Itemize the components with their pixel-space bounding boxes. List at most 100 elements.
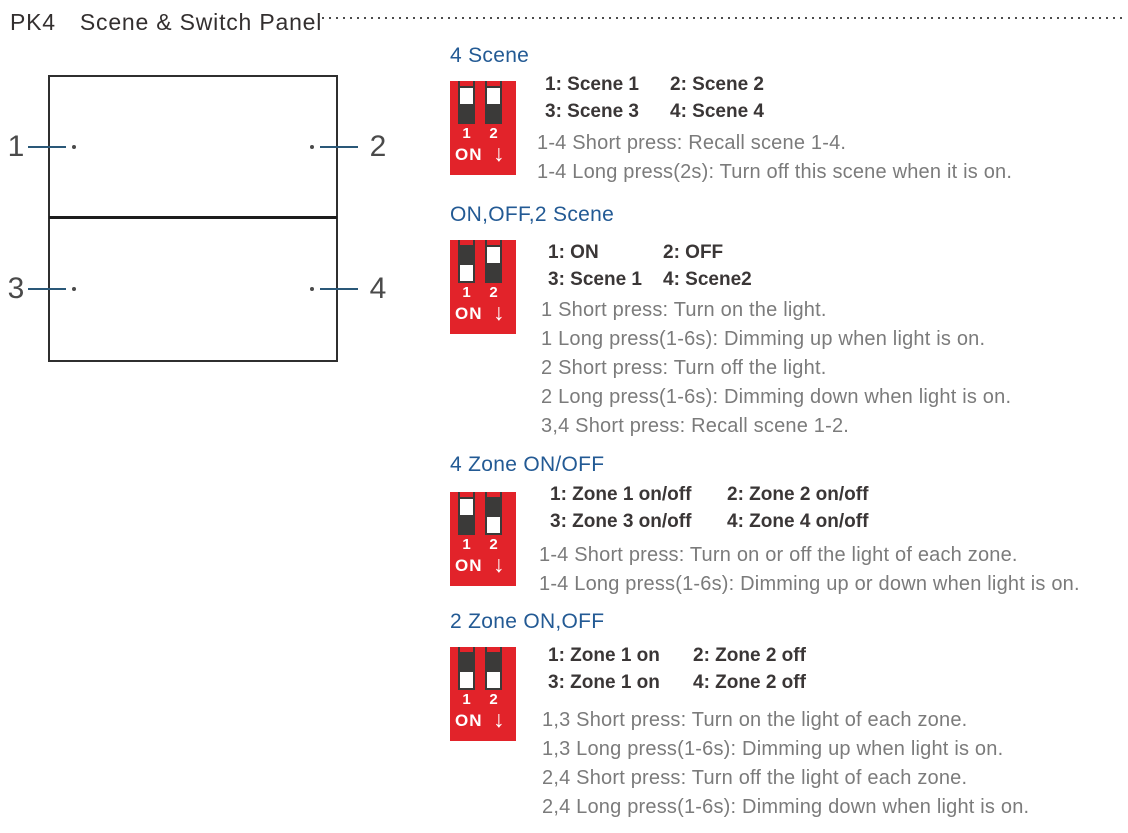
leader-line-1 xyxy=(28,146,66,148)
dip-channel-1 xyxy=(458,652,475,690)
key-line: 3: Zone 3 on/off 4: Zone 4 on/off xyxy=(550,508,868,535)
key-assignments: 1: Zone 1 on/off 2: Zone 2 on/off 3: Zon… xyxy=(550,481,868,535)
dip-channel-2 xyxy=(485,497,502,535)
description-line: 1 Short press: Turn on the light. xyxy=(541,299,827,321)
section-4-zone-on-off: 4 Zone ON/OFF 1 2 ON ↓ 1: Zone 1 on/off … xyxy=(450,453,1128,595)
key-item: 1: ON xyxy=(548,242,599,263)
key-item: 2: OFF xyxy=(663,242,724,263)
key-item: 1: Scene 1 xyxy=(545,74,639,95)
description-line: 2 Long press(1-6s): Dimming down when li… xyxy=(541,386,1012,408)
button-dot-2 xyxy=(310,145,314,149)
key-item: 2: Zone 2 off xyxy=(693,645,806,666)
dip-number-1: 1 xyxy=(462,691,471,708)
key-item: 3: Scene 1 xyxy=(548,269,642,290)
dip-channel-2 xyxy=(485,652,502,690)
dip-rail-2 xyxy=(485,492,502,497)
dip-channel-2 xyxy=(485,245,502,283)
key-line: 3: Scene 1 4: Scene2 xyxy=(548,266,752,293)
key-line: 1: ON 2: OFF xyxy=(548,239,752,266)
section-heading: ON,OFF,2 Scene xyxy=(450,203,615,226)
dip-slider-1 xyxy=(460,499,473,515)
button-dot-4 xyxy=(310,287,314,291)
button-number-2: 2 xyxy=(369,130,387,163)
key-line: 1: Zone 1 on/off 2: Zone 2 on/off xyxy=(550,481,868,508)
section-heading: 2 Zone ON,OFF xyxy=(450,610,605,633)
key-assignments: 1: ON 2: OFF 3: Scene 1 4: Scene2 xyxy=(548,239,752,293)
dip-on-label: ON xyxy=(455,711,483,730)
down-arrow-icon: ↓ xyxy=(493,706,505,732)
product-code: PK4 xyxy=(10,9,56,35)
behavior-descriptions: 1 Short press: Turn on the light. 1 Long… xyxy=(541,296,1011,441)
down-arrow-icon: ↓ xyxy=(493,551,505,577)
panel-divider-line xyxy=(49,216,337,219)
dip-slider-1 xyxy=(460,88,473,104)
key-item: 4: Zone 4 on/off xyxy=(727,511,869,532)
leader-line-2 xyxy=(320,146,358,148)
key-item: 1: Zone 1 on/off xyxy=(550,484,692,505)
dip-switch-icon: 1 2 ON ↓ xyxy=(450,240,516,334)
dip-switch-icon: 1 2 ON ↓ xyxy=(450,492,516,586)
dip-on-label: ON xyxy=(455,556,483,575)
panel-diagram: 1 2 3 4 xyxy=(0,0,440,400)
description-line: 1,3 Long press(1-6s): Dimming up when li… xyxy=(542,738,1004,760)
behavior-descriptions: 1-4 Short press: Turn on or off the ligh… xyxy=(539,541,1080,599)
description-line: 2,4 Short press: Turn off the light of e… xyxy=(542,767,968,789)
description-line: 1,3 Short press: Turn on the light of ea… xyxy=(542,709,968,731)
leader-line-4 xyxy=(320,288,358,290)
key-line: 3: Zone 1 on 4: Zone 2 off xyxy=(548,669,806,696)
description-line: 2 Short press: Turn off the light. xyxy=(541,357,827,379)
section-4-scene: 4 Scene 1 2 ON ↓ 1: Scene 1 2: Scene 2 3… xyxy=(450,44,1128,183)
dip-slider-2 xyxy=(487,517,500,533)
dip-number-1: 1 xyxy=(462,125,471,142)
key-line: 3: Scene 3 4: Scene 4 xyxy=(545,98,764,125)
dip-rail-1 xyxy=(458,647,475,652)
dip-slider-2 xyxy=(487,88,500,104)
dip-rail-2 xyxy=(485,81,502,86)
section-heading: 4 Scene xyxy=(450,44,530,67)
dip-number-2: 2 xyxy=(489,536,498,553)
dip-number-2: 2 xyxy=(489,691,498,708)
dip-switch-icon: 1 2 ON ↓ xyxy=(450,647,516,741)
panel-outline xyxy=(48,75,338,362)
dip-slider-1 xyxy=(460,265,473,281)
key-item: 3: Zone 3 on/off xyxy=(550,511,692,532)
key-item: 3: Scene 3 xyxy=(545,101,639,122)
dip-number-1: 1 xyxy=(462,536,471,553)
title-divider-dotted-line xyxy=(322,17,1122,19)
key-line: 1: Zone 1 on 2: Zone 2 off xyxy=(548,642,806,669)
button-dot-1 xyxy=(72,145,76,149)
description-line: 1-4 Short press: Recall scene 1-4. xyxy=(537,132,847,154)
dip-rail-2 xyxy=(485,240,502,245)
dip-slider-2 xyxy=(487,247,500,263)
description-line: 1-4 Long press(2s): Turn off this scene … xyxy=(537,161,1013,183)
section-on-off-2-scene: ON,OFF,2 Scene 1 2 ON ↓ 1: ON 2: OFF 3: … xyxy=(450,203,1128,437)
dip-channel-2 xyxy=(485,86,502,124)
key-item: 3: Zone 1 on xyxy=(548,672,660,693)
button-number-3: 3 xyxy=(7,272,25,305)
leader-line-3 xyxy=(28,288,66,290)
behavior-descriptions: 1-4 Short press: Recall scene 1-4. 1-4 L… xyxy=(537,129,1012,187)
button-number-4: 4 xyxy=(369,272,387,305)
down-arrow-icon: ↓ xyxy=(493,140,505,166)
key-assignments: 1: Zone 1 on 2: Zone 2 off 3: Zone 1 on … xyxy=(548,642,806,696)
section-2-zone-on-off: 2 Zone ON,OFF 1 2 ON ↓ 1: Zone 1 on 2: Z… xyxy=(450,610,1128,818)
dip-rail-1 xyxy=(458,81,475,86)
dip-number-1: 1 xyxy=(462,284,471,301)
key-item: 4: Zone 2 off xyxy=(693,672,806,693)
section-heading: 4 Zone ON/OFF xyxy=(450,453,605,476)
description-line: 1-4 Short press: Turn on or off the ligh… xyxy=(539,544,1018,566)
dip-rail-1 xyxy=(458,240,475,245)
dip-slider-1 xyxy=(460,672,473,688)
dip-on-label: ON xyxy=(455,304,483,323)
description-line: 1-4 Long press(1-6s): Dimming up or down… xyxy=(539,573,1080,595)
description-line: 1 Long press(1-6s): Dimming up when ligh… xyxy=(541,328,986,350)
dip-number-2: 2 xyxy=(489,284,498,301)
key-item: 2: Scene 2 xyxy=(670,74,764,95)
description-line: 3,4 Short press: Recall scene 1-2. xyxy=(541,415,850,437)
dip-channel-1 xyxy=(458,245,475,283)
description-line: 2,4 Long press(1-6s): Dimming down when … xyxy=(542,796,1030,818)
dip-channel-1 xyxy=(458,86,475,124)
dip-slider-2 xyxy=(487,672,500,688)
